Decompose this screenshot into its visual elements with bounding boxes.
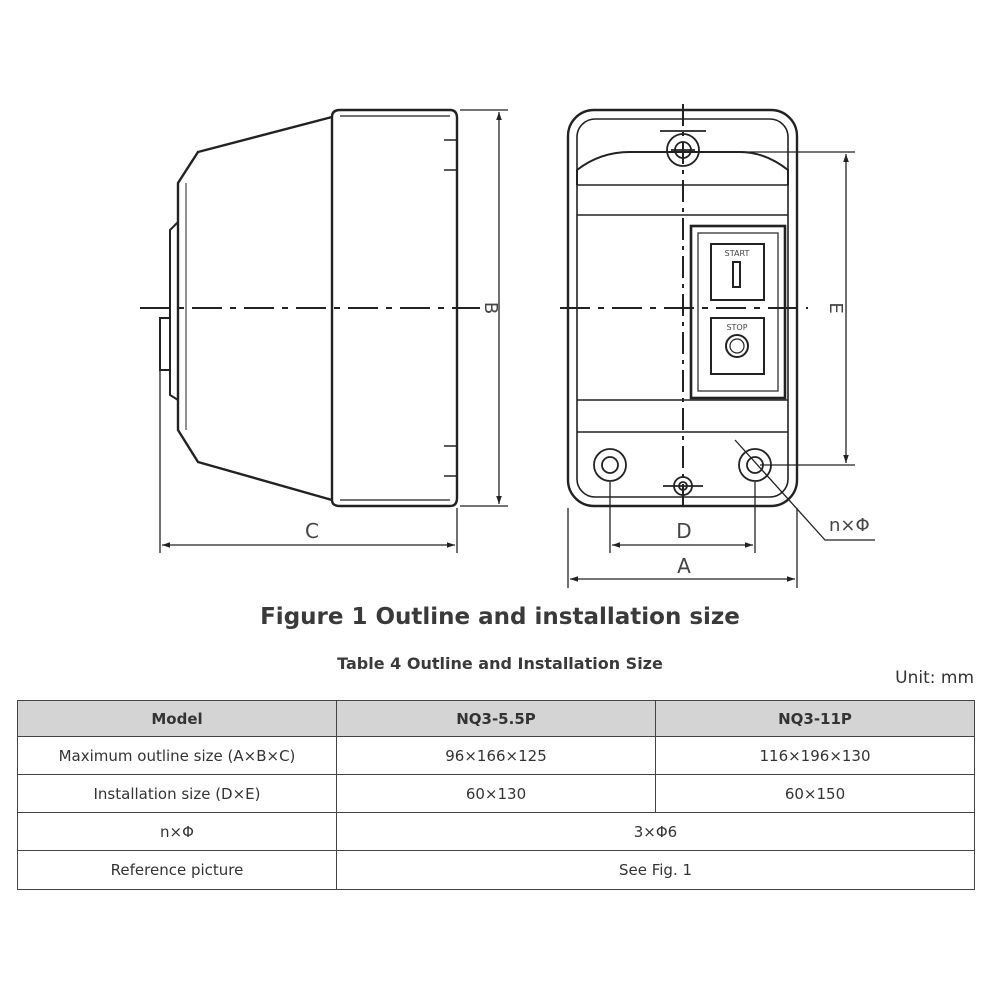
dim-c-label: C: [305, 519, 319, 543]
table-title: Table 4 Outline and Installation Size: [337, 654, 663, 673]
table-row: Installation size (D×E) 60×130 60×150: [17, 774, 975, 813]
front-view: [566, 104, 799, 512]
cell-value: 60×150: [655, 774, 975, 813]
table-row: n×Φ 3×Φ6: [17, 812, 975, 851]
dim-e-label: E: [825, 302, 846, 313]
figure-title: Figure 1 Outline and installation size: [260, 604, 740, 630]
dim-d-label: D: [676, 519, 691, 543]
side-view: [159, 108, 459, 508]
header-nq3-5-5p: NQ3-5.5P: [336, 700, 656, 737]
cell-value: See Fig. 1: [336, 850, 975, 890]
header-model: Model: [17, 700, 337, 737]
row-label: Reference picture: [17, 850, 337, 890]
row-label: Installation size (D×E): [17, 774, 337, 813]
nphi-leader: [734, 439, 875, 541]
outline-drawing: B E C D A n×Φ START STOP: [140, 104, 875, 588]
start-label: START: [725, 249, 750, 258]
unit-label: Unit: mm: [895, 668, 974, 688]
cell-value: 116×196×130: [655, 736, 975, 775]
table-header-row: Model NQ3-5.5P NQ3-11P: [17, 700, 975, 737]
size-table: Model NQ3-5.5P NQ3-11P Maximum outline s…: [17, 700, 975, 890]
stop-label: STOP: [726, 323, 747, 332]
cell-value: 60×130: [336, 774, 656, 813]
dim-a-label: A: [677, 554, 691, 578]
nphi-label: n×Φ: [829, 515, 870, 536]
row-label: n×Φ: [17, 812, 337, 851]
dim-b-label: B: [480, 302, 501, 314]
table-row: Maximum outline size (A×B×C) 96×166×125 …: [17, 736, 975, 775]
header-nq3-11p: NQ3-11P: [655, 700, 975, 737]
row-label: Maximum outline size (A×B×C): [17, 736, 337, 775]
table-row: Reference picture See Fig. 1: [17, 850, 975, 890]
cell-value: 3×Φ6: [336, 812, 975, 851]
cell-value: 96×166×125: [336, 736, 656, 775]
